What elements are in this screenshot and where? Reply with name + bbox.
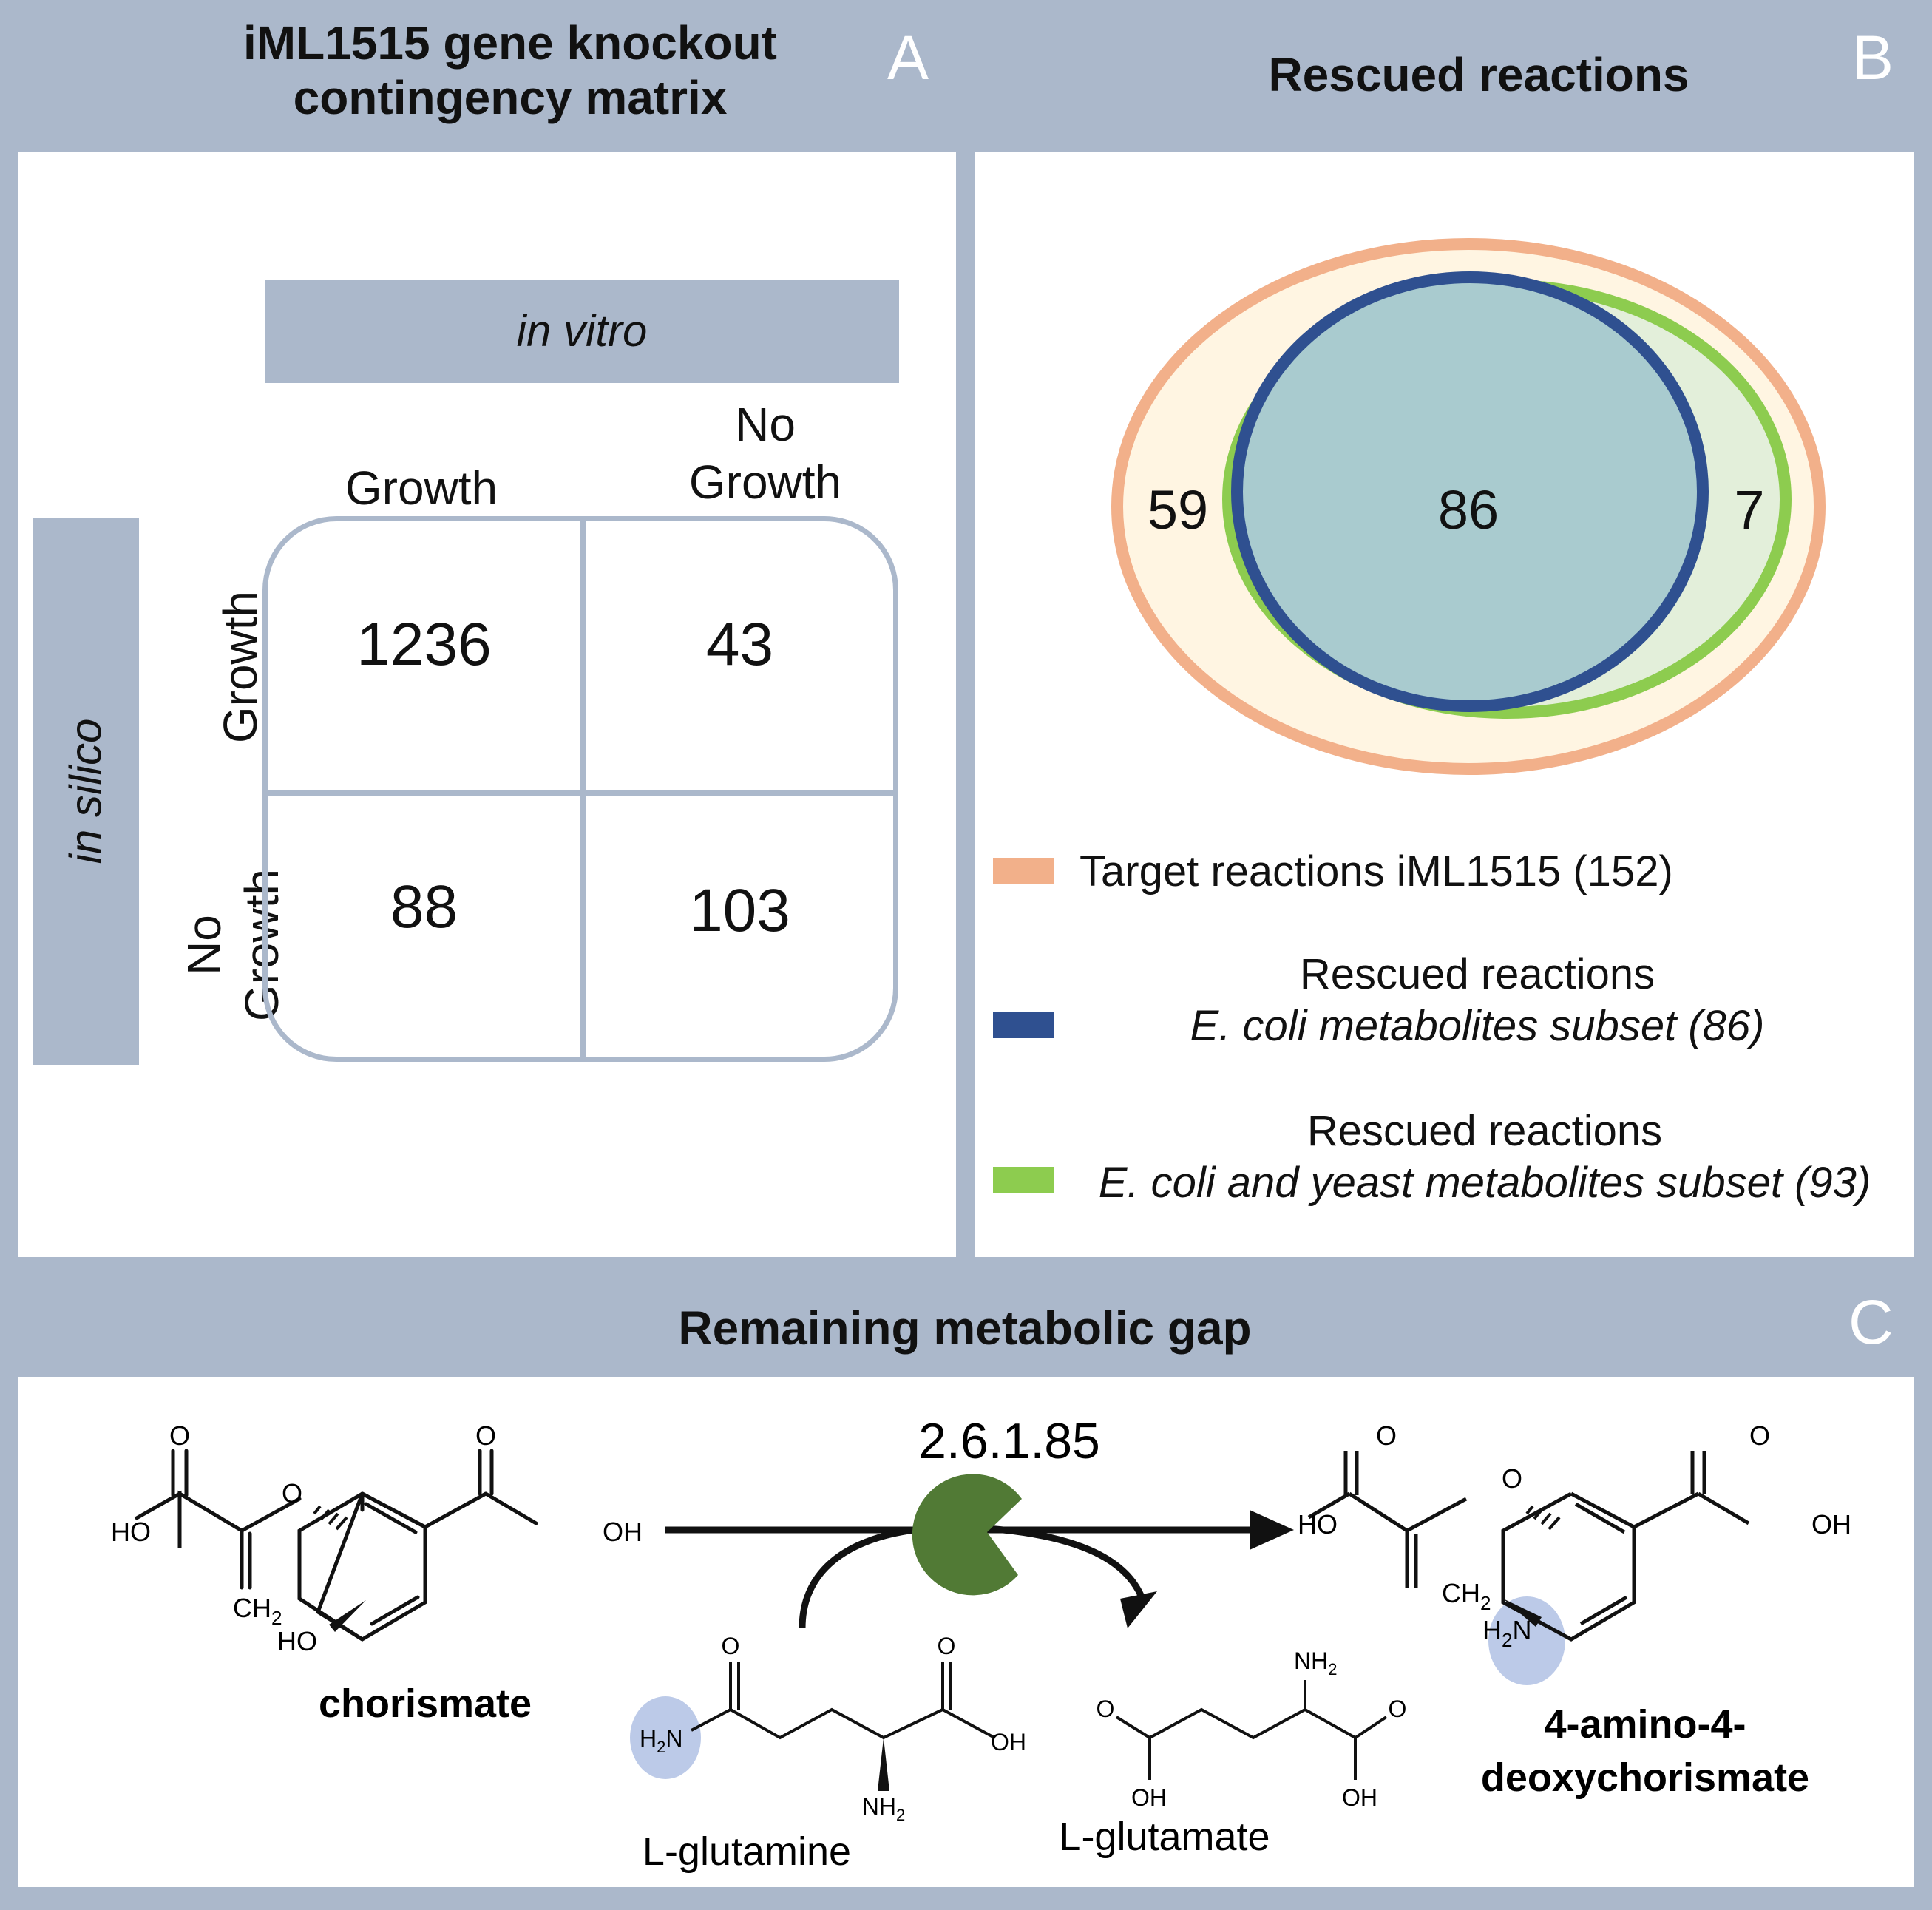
glutamine-atom-oh: OH: [991, 1729, 1026, 1755]
glutamine-wedge-bond: [878, 1738, 889, 1791]
legend-swatch-ecoli: [993, 1012, 1054, 1038]
panel-a-title: iML1515 gene knockout contingency matrix: [177, 16, 843, 125]
product-atom-ho: HO: [1298, 1509, 1338, 1540]
glutamate-atom-oh1: OH: [1131, 1784, 1167, 1811]
panel-a-title-line1: iML1515 gene knockout: [243, 16, 777, 70]
glutamine-structure: [691, 1662, 995, 1740]
glutamate-label: L-glutamate: [1059, 1815, 1270, 1859]
legend-label-ecoli-line1: Rescued reactions: [1299, 950, 1655, 998]
product-label-line1: 4-amino-4-: [1544, 1702, 1746, 1747]
in-vitro-label: in vitro: [516, 306, 648, 356]
panel-a-title-line2: contingency matrix: [293, 70, 728, 124]
chorismate-ring-extra: [297, 1491, 364, 1642]
cell-nogrowth-nogrowth: 103: [689, 877, 790, 944]
chorismate-atom-o2: O: [475, 1420, 496, 1451]
venn-value-outer: 59: [1148, 479, 1208, 541]
chorismate-atom-ho1: HO: [111, 1517, 151, 1547]
panel-b-title: Rescued reactions: [1268, 48, 1689, 101]
legend-label-ecoli: Rescued reactions E. coli metabolites su…: [1071, 949, 1884, 1052]
chorismate-hashed-bond: [313, 1505, 348, 1531]
legend-label-ecoli-yeast: Rescued reactions E. coli and yeast meta…: [1071, 1105, 1899, 1209]
chorismate-atom-ho2: HO: [277, 1626, 317, 1656]
chorismate-atom-o1: O: [169, 1420, 190, 1451]
product-atom-oh: OH: [1811, 1509, 1851, 1540]
in-silico-label: in silico: [61, 718, 111, 864]
chorismate-wedge-bond: [329, 1600, 366, 1632]
in-silico-bar: in silico: [33, 518, 139, 1065]
enzyme-pacman-icon: [912, 1474, 1022, 1596]
glutamine-label: L-glutamine: [643, 1829, 851, 1874]
glutamate-atom-nh2: NH2: [1294, 1647, 1337, 1679]
enzyme-ec-label: 2.6.1.85: [918, 1413, 1100, 1469]
in-vitro-bar: in vitro: [265, 280, 899, 383]
product-atom-h2n: H2N: [1482, 1615, 1531, 1651]
cell-growth-nogrowth: 43: [705, 611, 774, 678]
product-structure: [1307, 1451, 1750, 1642]
product-amine-highlight: [1488, 1596, 1565, 1685]
glutamate-atom-o1: O: [1097, 1696, 1115, 1722]
legend-label-target: Target reactions iML1515 (152): [1079, 847, 1673, 895]
product-atom-o2: O: [1749, 1420, 1770, 1451]
legend-label-ecoli-yeast-line2: E. coli and yeast metabolites subset (93…: [1098, 1159, 1871, 1207]
col-header-no-growth: No Growth: [625, 396, 906, 511]
panel-b-letter: B: [1852, 23, 1894, 92]
matrix-horizontal-divider: [268, 790, 893, 796]
glutamine-amine-highlight: [630, 1696, 701, 1779]
reaction-scheme: O HO O CH2 HO O OH chorismate 2.6.1.85: [111, 1413, 1851, 1874]
venn-diagram: 59 86 7: [1111, 238, 1826, 775]
glutamate-atom-oh2: OH: [1342, 1784, 1377, 1811]
glutamine-atom-nh2: NH2: [862, 1793, 905, 1824]
product-label-line2: deoxychorismate: [1481, 1755, 1809, 1800]
panel-b: 59 86 7 Target reactions iML1515 (152) R…: [975, 152, 1914, 1257]
chorismate-atom-o-ether: O: [282, 1478, 302, 1508]
contingency-matrix: 1236 43 88 103: [262, 516, 898, 1062]
product-hashed-bond: [1525, 1505, 1561, 1531]
matrix-vertical-divider: [580, 521, 586, 1057]
product-atom-o1: O: [1376, 1420, 1397, 1451]
chorismate-label: chorismate: [319, 1682, 532, 1726]
glutamine-atom-h2n: H2N: [640, 1725, 682, 1756]
main-reaction-arrowhead: [1250, 1510, 1294, 1550]
col-header-growth-2: Growth: [688, 456, 842, 509]
legend-swatch-target: [993, 858, 1054, 884]
venn-value-green: 7: [1734, 479, 1764, 541]
legend-label-ecoli-line2: E. coli metabolites subset (86): [1190, 1002, 1765, 1050]
product-atom-o-ether: O: [1502, 1463, 1522, 1494]
panel-c-title: Remaining metabolic gap: [678, 1301, 1252, 1355]
cofactor-arrowhead: [1120, 1591, 1157, 1628]
panel-a: in vitro in silico Growth No Growth Grow…: [18, 152, 956, 1257]
col-header-no: No: [735, 398, 796, 451]
venn-blue-ellipse: [1231, 271, 1709, 712]
product-wedge-bond: [1503, 1599, 1542, 1627]
glutamine-atom-o1: O: [722, 1633, 740, 1659]
venn-value-inner: 86: [1438, 479, 1499, 541]
glutamine-atom-o2: O: [938, 1633, 956, 1659]
panel-c: O HO O CH2 HO O OH chorismate 2.6.1.85: [18, 1377, 1914, 1887]
panel-a-letter: A: [887, 23, 929, 92]
panel-c-letter: C: [1848, 1287, 1894, 1357]
chorismate-structure: [134, 1449, 538, 1642]
col-header-growth: Growth: [345, 461, 498, 515]
product-atom-ch2: CH2: [1442, 1578, 1491, 1614]
row-header-no: No: [177, 915, 231, 975]
glutamate-atom-o2: O: [1389, 1696, 1407, 1722]
legend-label-ecoli-yeast-line1: Rescued reactions: [1306, 1107, 1663, 1155]
glutamate-structure: [1115, 1680, 1388, 1780]
chorismate-atom-ch2: CH2: [233, 1593, 282, 1629]
row-header-growth: Growth: [214, 590, 267, 744]
cell-nogrowth-growth: 88: [390, 873, 458, 941]
chorismate-atom-oh: OH: [603, 1517, 643, 1547]
legend-swatch-ecoli-yeast: [993, 1167, 1054, 1193]
cell-growth-growth: 1236: [356, 611, 492, 678]
